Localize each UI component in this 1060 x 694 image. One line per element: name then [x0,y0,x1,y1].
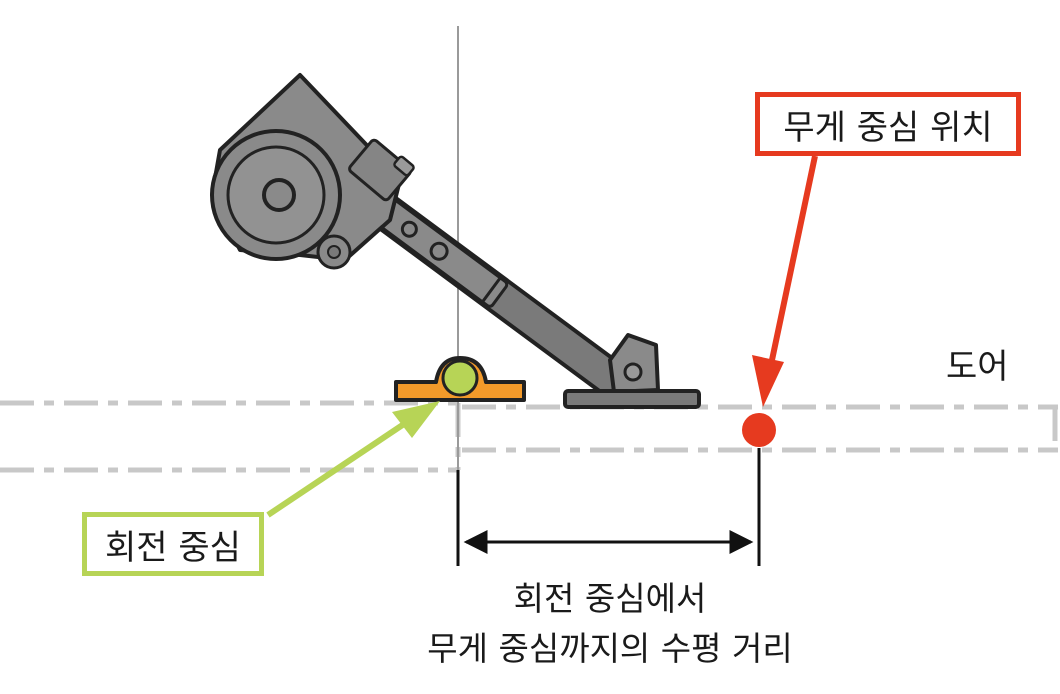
rotation-center-dot [441,359,479,397]
rotation-center-arrow [266,401,440,518]
rotation-center-hinge [394,356,526,402]
door-label: 도어 [946,347,1009,387]
door-closer-arm [210,73,701,410]
distance-dimension [456,448,761,566]
rotation-center-label: 회전 중심 [105,527,241,568]
distance-caption-line2: 무게 중심까지의 수평 거리 [427,629,793,668]
rotation-center-label-box: 회전 중심 [82,512,264,576]
distance-caption: 회전 중심에서 무게 중심까지의 수평 거리 [340,574,880,674]
weight-center-label-box: 무게 중심 위치 [755,92,1021,156]
weight-center-label: 무게 중심 위치 [783,107,993,148]
door-dashed-outline [462,404,1058,453]
weight-center-dot [742,413,776,447]
weight-center-arrow [752,155,818,407]
distance-caption-line1: 회전 중심에서 [513,579,707,618]
